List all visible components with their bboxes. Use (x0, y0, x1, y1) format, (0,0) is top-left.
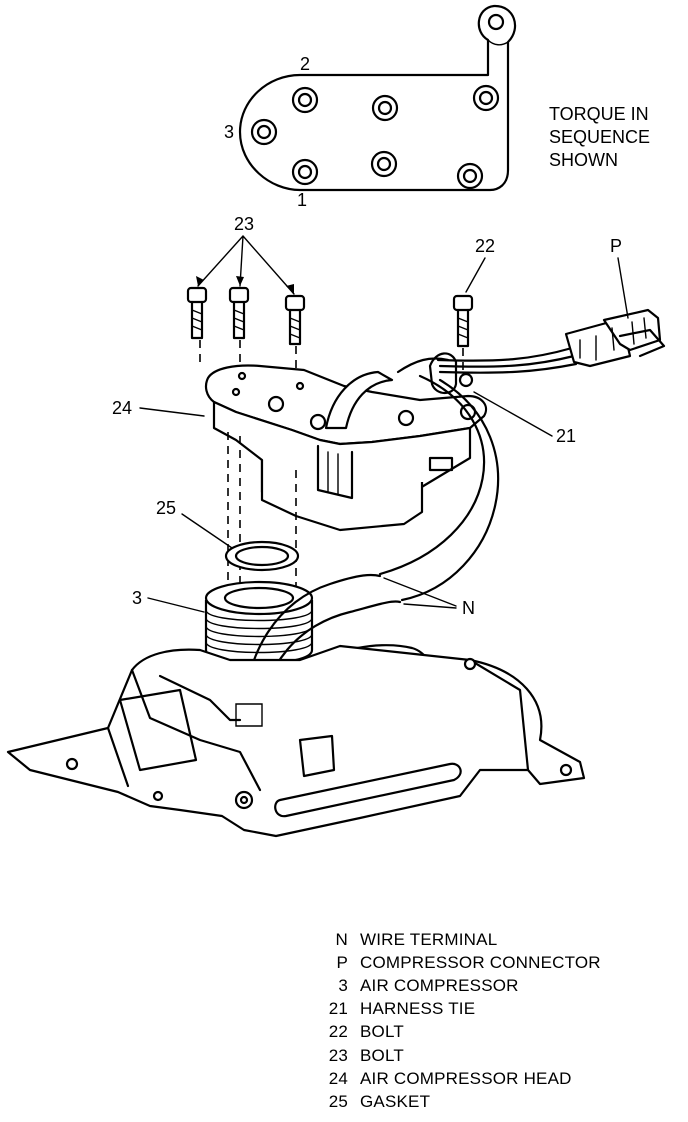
legend-description: BOLT (360, 1022, 404, 1042)
legend-code: N (335, 929, 348, 949)
legend-item: 22 BOLT (318, 1021, 678, 1044)
callout-3: 3 (132, 588, 142, 608)
gasket (224, 540, 300, 572)
callout-24: 24 (112, 398, 132, 418)
legend-description: HARNESS TIE (360, 999, 476, 1019)
legend-description: AIR COMPRESSOR HEAD (360, 1068, 572, 1088)
legend-item: N WIRE TERMINAL (318, 928, 678, 951)
legend-description: WIRE TERMINAL (360, 929, 498, 949)
legend-item: P COMPRESSOR CONNECTOR (318, 951, 678, 974)
legend-item: 21 HARNESS TIE (318, 998, 678, 1021)
callout-23-leaders (196, 235, 295, 295)
legend-description: BOLT (360, 1045, 404, 1065)
callout-23: 23 (234, 214, 254, 234)
callout-p: P (610, 236, 622, 256)
legend-description: GASKET (360, 1091, 431, 1111)
legend-code: P (336, 952, 348, 972)
compressor-connector (436, 308, 666, 374)
legend-description: COMPRESSOR CONNECTOR (360, 952, 601, 972)
bolt-22 (452, 294, 474, 372)
legend-code: 22 (328, 1022, 348, 1042)
sequence-label-1: 1 (297, 190, 307, 210)
legend-code: 25 (328, 1091, 348, 1111)
torque-note-line-3: SHOWN (549, 150, 618, 170)
mounting-bracket (6, 644, 586, 838)
torque-note-line-2: SEQUENCE (549, 127, 650, 147)
callout-21: 21 (556, 426, 576, 446)
callout-22: 22 (475, 236, 495, 256)
torque-sequence-plate (238, 4, 517, 192)
torque-note-line-1: TORQUE IN (549, 104, 649, 124)
legend-item: 3 AIR COMPRESSOR (318, 974, 678, 997)
bolts-23 (186, 286, 306, 378)
legend-code: 24 (328, 1068, 348, 1088)
air-compressor (204, 580, 314, 665)
legend-code: 23 (328, 1045, 348, 1065)
legend-code: 3 (338, 975, 348, 995)
callout-n: N (462, 598, 475, 618)
sequence-label-2: 2 (300, 54, 310, 74)
air-compressor-head (204, 352, 488, 532)
legend-item: 25 GASKET (318, 1090, 678, 1113)
legend-item: 24 AIR COMPRESSOR HEAD (318, 1067, 678, 1090)
legend-item: 23 BOLT (318, 1044, 678, 1067)
legend-description: AIR COMPRESSOR (360, 975, 519, 995)
legend-code: 21 (328, 999, 348, 1019)
callout-25: 25 (156, 498, 176, 518)
sequence-label-3: 3 (224, 122, 234, 142)
